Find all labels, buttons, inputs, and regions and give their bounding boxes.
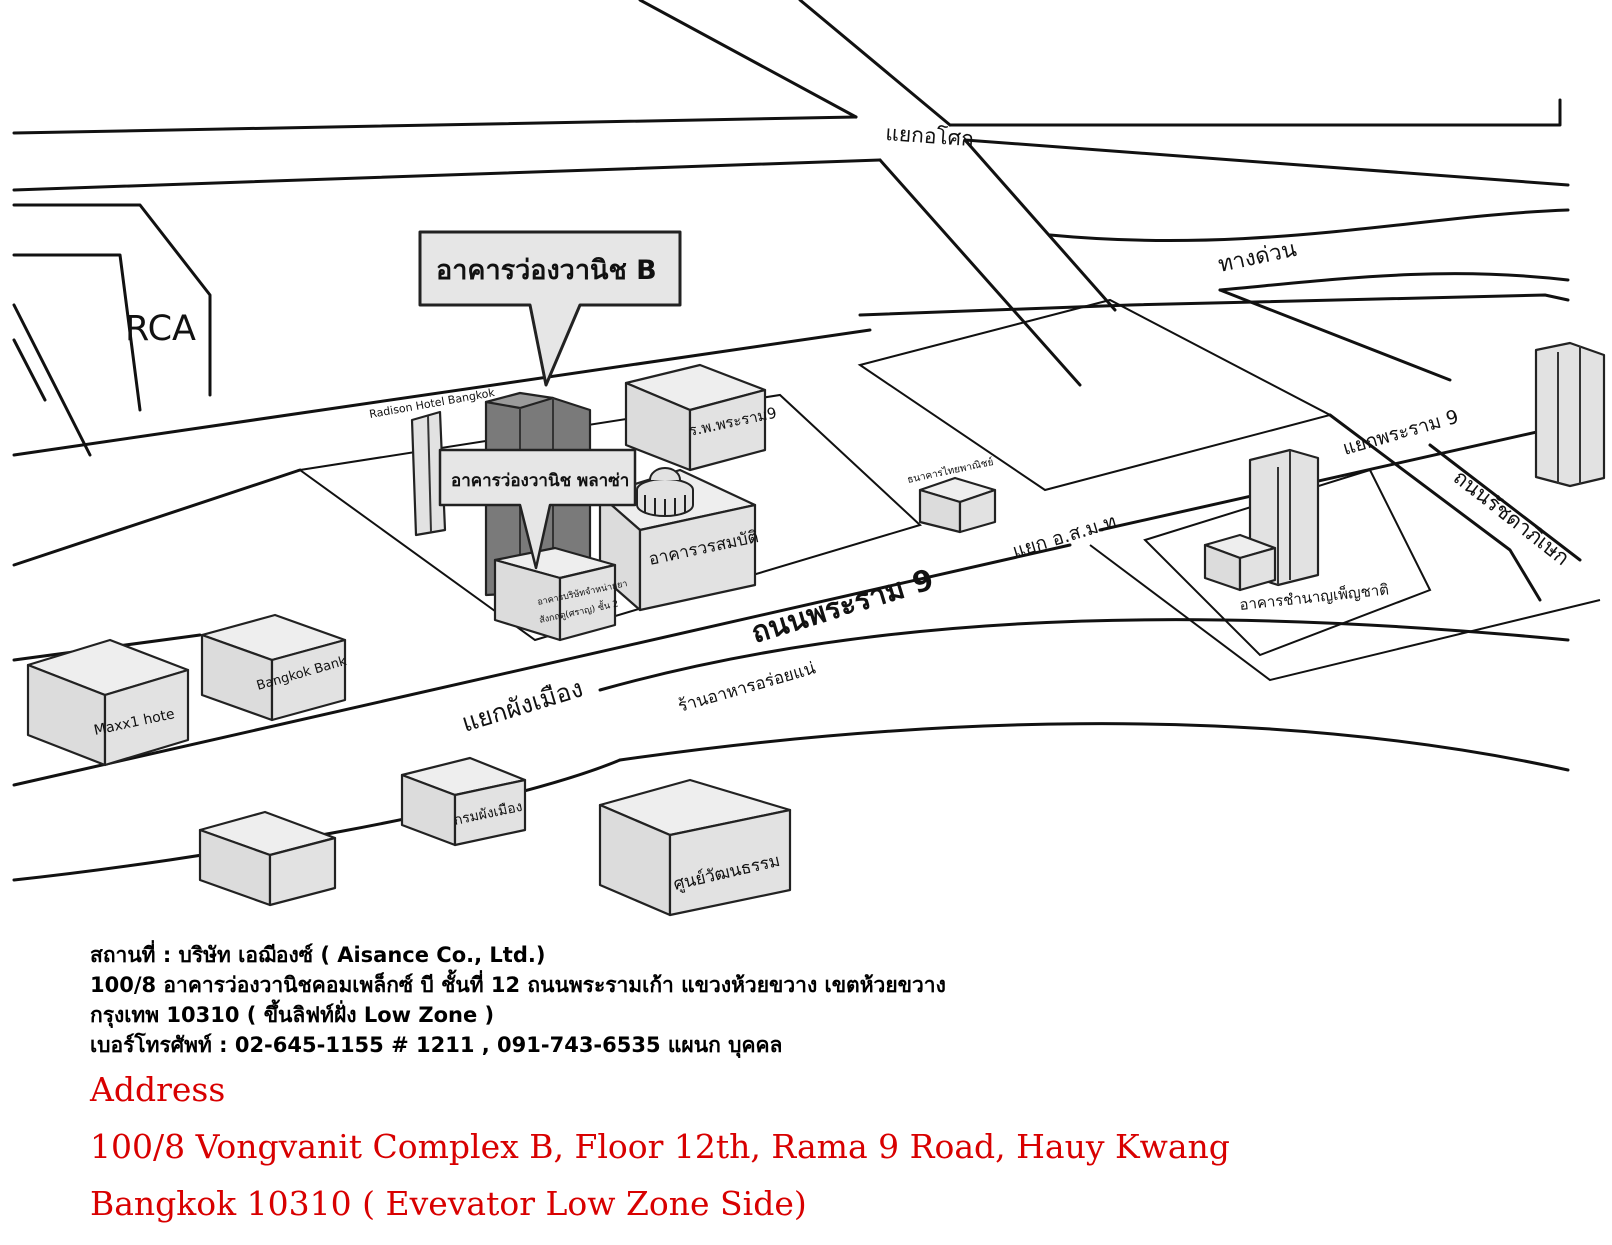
culture-center (598, 778, 792, 917)
radison-tower-icon (410, 410, 447, 537)
plaza-callout-label: อาคารว่องวานิช พลาซ่า (451, 471, 629, 491)
krom-phang-building (400, 756, 527, 847)
road-network (12, 0, 1601, 882)
bangkok-bank-building (200, 613, 347, 722)
dome-icon (636, 467, 694, 517)
rca-label: RCA (125, 309, 196, 349)
thai-address-line: 100/8 อาคารว่องวานิชคอมเพล็กซ์ บี ชั้นที… (90, 973, 946, 997)
south-building (198, 810, 337, 907)
chamnan-building (1203, 448, 1320, 592)
address-line-1: 100/8 Vongvanit Complex B, Floor 12th, R… (90, 1127, 1230, 1166)
tower-icon (1534, 341, 1606, 488)
area-map: อาคารว่องวานิช B อาคารว่องวานิช พลาซ่า R… (12, 0, 1606, 917)
small-building (493, 546, 617, 642)
thai-phone-line: เบอร์โทรศัพท์ : 02-645-1155 # 1211 , 091… (90, 1033, 783, 1057)
asoke-junction-label: แยกอโศก (885, 121, 975, 151)
thai-bank-building (918, 476, 997, 534)
rama9-road-label: ถนนพระราม 9 (747, 562, 937, 650)
callout-icon (418, 230, 682, 387)
plaza-callout (438, 448, 637, 570)
rama9-hospital (624, 363, 767, 472)
thai-city-line: กรุงเทพ 10310 ( ขึ้นลิฟท์ฝั่ง Low Zone ) (90, 1003, 495, 1027)
address-heading: Address (90, 1070, 226, 1109)
maxx-hotel (26, 638, 190, 767)
address-line-2: Bangkok 10310 ( Evevator Low Zone Side) (90, 1184, 807, 1223)
callout-main-label: อาคารว่องวานิช B (436, 255, 657, 286)
thai-location-line: สถานที่ : บริษัท เอฌีองซ์ ( Aisance Co.,… (90, 943, 546, 967)
phang-mueang-junction-label: แยกผังเมือง (458, 673, 586, 737)
expressway-label: ทางด่วน (1216, 237, 1299, 278)
address-panel: สถานที่ : บริษัท เอฌีองซ์ ( Aisance Co.,… (90, 940, 1570, 1223)
